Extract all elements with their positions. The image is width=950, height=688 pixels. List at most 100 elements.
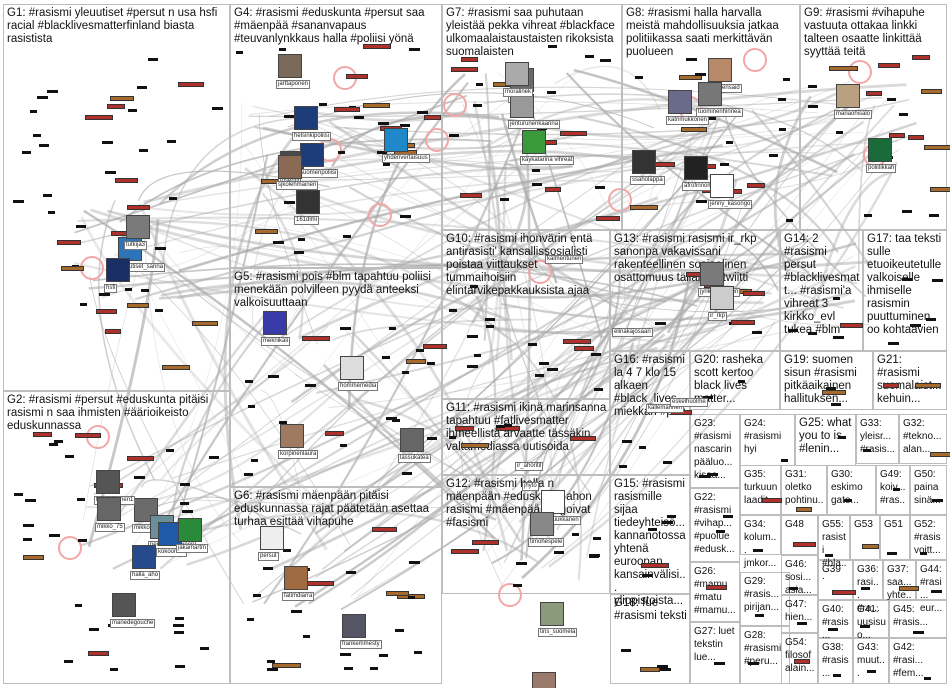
node-mark [591,353,601,356]
group-label: G40: #rasis... [822,604,849,641]
group-box-g17: G17: taa teksti sulle etuoikeutetulle va… [863,230,947,351]
node-mark [738,380,745,383]
avatar [668,90,692,114]
group-label: G9: #rasismi #vihapuhe vastuuta ottakaa … [804,7,929,58]
group-box-g30: G30: eskimo gate... [827,465,876,515]
edge [323,364,497,521]
node-mark [166,449,174,452]
node-mark [25,499,36,502]
self-loop-ring [58,536,82,560]
node-mark [57,240,81,245]
node-mark [128,109,137,112]
vertex-label: frankemmesty [340,640,382,649]
node-mark [39,144,49,147]
node-mark [127,456,154,461]
node-mark [838,436,846,439]
group-box-g8: G8: #rasismi halla harvalla meistä mahdo… [622,4,800,230]
edge [186,311,629,566]
avatar [522,130,546,154]
node-mark [427,362,435,365]
edge [308,191,699,605]
edge [160,325,329,481]
node-mark [797,622,807,625]
node-mark [110,96,134,101]
node-mark [47,90,58,93]
edge [258,114,318,345]
edge [328,322,827,409]
avatar [868,138,892,162]
node-mark [424,115,441,120]
node-mark [887,98,896,101]
avatar [710,174,734,198]
node-mark [105,171,116,174]
avatar [178,518,202,542]
group-label: G19: suomen sisun #rasismi pitkäaikainen… [784,354,861,405]
node-mark [212,107,223,110]
edge [114,179,648,257]
edge [553,196,696,534]
edge [657,258,870,326]
node-mark [755,614,764,617]
group-label: G33: yleisr... #rasis... [860,418,896,455]
node-mark [294,251,304,254]
node-mark [474,354,481,357]
node-mark [714,662,725,665]
group-label: G41: uusisuo... [857,604,886,641]
node-mark [921,89,942,94]
node-mark [496,425,505,428]
group-box-g9: G9: #rasismi #vihapuhe vastuuta ottakaa … [800,4,947,230]
avatar [106,258,130,282]
edge [339,132,864,175]
group-box-g23: G23: #rasismi nascarin pääluo... kisaa..… [690,414,740,488]
group-box-g42: G42: #rasi... #fem... [889,638,947,684]
node-mark [912,55,930,60]
group-label: G39 [822,564,841,575]
node-mark [253,594,261,597]
edge [74,165,573,246]
node-mark [344,667,353,670]
edge [548,162,899,568]
group-label: G42: #rasi... #fem... [893,642,926,679]
node-mark [862,544,879,549]
node-mark [325,431,344,436]
node-mark [30,110,37,113]
edge [158,121,917,300]
node-mark [272,663,301,668]
node-mark [23,555,44,560]
group-label: G28: #rasismi #peru... [744,630,785,667]
node-mark [406,359,426,364]
node-mark [449,134,459,137]
node-mark [743,291,765,296]
node-mark [703,396,713,399]
node-mark [408,596,415,599]
group-box-g41: G41: uusisuo... [853,600,889,641]
node-mark [105,329,121,334]
node-mark [449,436,456,439]
node-mark [808,332,817,335]
node-mark [778,98,786,101]
node-mark [236,51,243,54]
group-box-g49: G49: koiv... #ras... [876,465,910,519]
node-mark [96,309,117,314]
group-box-g55: G55: rasisti #bla... [818,515,850,582]
node-mark [472,540,499,545]
node-mark [648,528,657,531]
node-mark [641,563,669,568]
node-mark [89,628,99,631]
node-mark [115,178,138,183]
edge [773,95,812,276]
group-box-g28: G28: #rasismi #peru... [740,626,790,684]
avatar [263,311,287,335]
group-label: G27: luet tekstin lue... [694,626,738,663]
node-mark [706,117,716,120]
node-mark [635,76,643,79]
node-mark [888,342,899,345]
node-mark [860,625,870,628]
node-mark [662,521,673,524]
group-box-g43: G43: muut... [853,638,889,684]
node-mark [619,465,627,468]
node-mark [340,653,351,656]
group-box-g52: G52: #rasis voitt... [910,515,947,560]
node-mark [291,610,302,613]
node-mark [878,63,900,68]
